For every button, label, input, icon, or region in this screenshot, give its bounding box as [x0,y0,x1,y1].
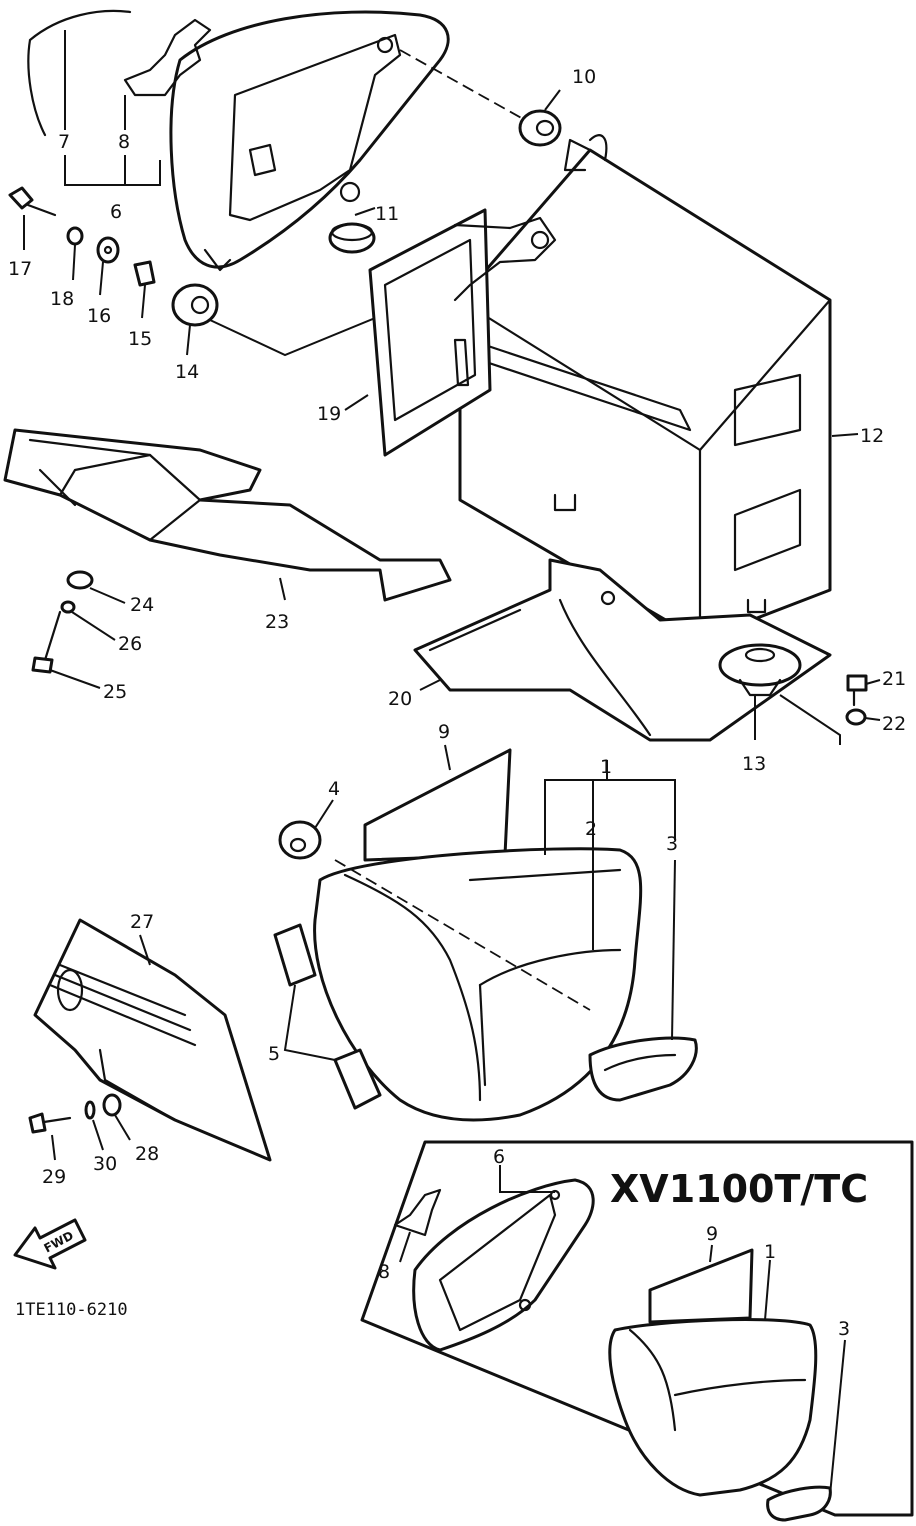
clip-24 [66,570,94,590]
label-22: 22 [882,713,906,735]
grommet-4 [278,820,322,860]
label-15: 15 [128,328,152,350]
label-26: 26 [118,633,142,655]
pad-5-upper [273,923,317,987]
label-18: 18 [50,288,74,310]
bracket-20 [413,558,832,742]
grommet-10 [518,109,562,147]
grommet-14 [171,283,219,327]
nut-22 [845,708,867,726]
inset-emblem-3 [766,1485,832,1522]
label-27: 27 [130,911,154,933]
inset-side-cover-6 [393,1178,595,1352]
inset-label-9: 9 [706,1223,718,1245]
battery-box-12 [458,134,832,642]
label-30: 30 [93,1153,117,1175]
washer-26 [60,600,76,614]
side-cover-upper [27,9,450,272]
label-9: 9 [438,721,450,743]
pad-9 [363,748,512,862]
label-4: 4 [328,778,340,800]
washer-16 [96,236,120,264]
label-1: 1 [600,756,612,778]
inset-title: XV1100T/TC [610,1167,868,1211]
label-14: 14 [175,361,199,383]
label-19: 19 [317,403,341,425]
label-6: 6 [110,201,122,223]
label-13: 13 [742,753,766,775]
screw-25 [31,610,62,674]
cover-23 [3,428,452,602]
screw-29 [28,1112,72,1134]
label-2: 2 [585,818,597,840]
washer-30 [84,1100,96,1120]
inset-label-1: 1 [764,1241,776,1263]
collar-15 [133,260,156,287]
label-10: 10 [572,66,596,88]
label-25: 25 [103,681,127,703]
bolt-21 [846,674,868,707]
inset-label-8: 8 [378,1261,390,1283]
label-5: 5 [268,1043,280,1065]
label-28: 28 [135,1143,159,1165]
label-8: 8 [118,131,130,153]
grommet-13 [718,643,802,697]
bolt-17 [8,186,57,217]
grommet-11 [328,222,376,254]
cover-27 [33,918,272,1162]
label-29: 29 [42,1166,66,1188]
label-21: 21 [882,668,906,690]
washer-18 [66,226,84,246]
bracket-19 [368,208,557,457]
pad-5-lower [333,1048,382,1110]
label-16: 16 [87,305,111,327]
inset-side-cover-1 [608,1318,818,1497]
fwd-arrow-icon [13,1218,87,1270]
emblem-3 [588,1036,698,1102]
inset-label-3: 3 [838,1318,850,1340]
inset-pad-9 [648,1248,754,1324]
inset-label-6: 6 [493,1146,505,1168]
label-20: 20 [388,688,412,710]
label-17: 17 [8,258,32,280]
doc-code: 1TE110-6210 [15,1300,128,1320]
label-7: 7 [58,131,70,153]
label-24: 24 [130,594,154,616]
collar-28 [102,1093,122,1117]
label-12: 12 [860,425,884,447]
label-11: 11 [375,203,399,225]
label-3: 3 [666,833,678,855]
label-23: 23 [265,611,289,633]
